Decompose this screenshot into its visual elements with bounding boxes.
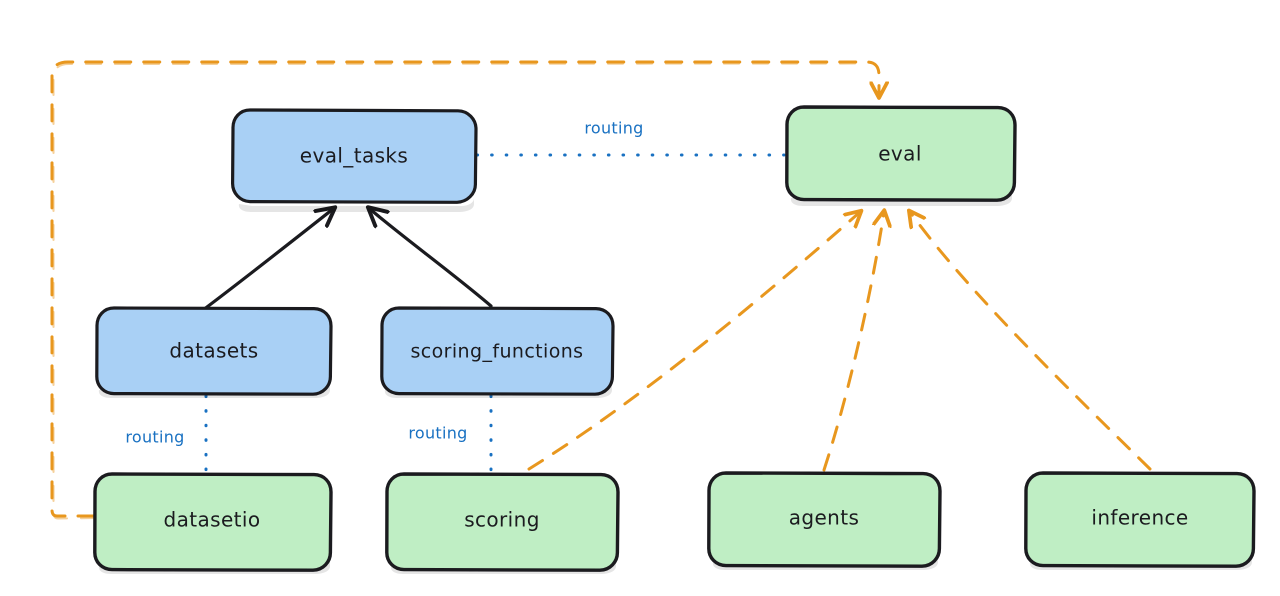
node-eval[interactable]: eval bbox=[785, 105, 1017, 206]
node-eval-tasks-label: eval_tasks bbox=[300, 144, 408, 168]
node-scoring-label: scoring bbox=[464, 508, 540, 532]
node-scoring-functions-label: scoring_functions bbox=[411, 341, 584, 363]
node-inference-shape bbox=[1024, 471, 1256, 568]
node-agents-shape bbox=[707, 471, 942, 568]
node-datasets[interactable]: datasets bbox=[95, 306, 333, 398]
node-datasetio[interactable]: datasetio bbox=[93, 472, 333, 574]
edge-scoring-eval[interactable] bbox=[527, 212, 860, 471]
edge-label-group: routing routing routing bbox=[125, 119, 643, 447]
node-agents-label: agents bbox=[789, 506, 860, 530]
node-datasetio-shape bbox=[93, 472, 333, 572]
node-datasets-label: datasets bbox=[169, 339, 258, 363]
node-eval-label: eval bbox=[878, 142, 922, 166]
node-scoring-functions-shape bbox=[380, 306, 615, 396]
edge-inference-eval[interactable] bbox=[910, 212, 1152, 471]
node-agents[interactable]: agents bbox=[707, 471, 942, 570]
node-datasets-shape bbox=[95, 306, 333, 396]
edge-label-routing-eval-tasks: routing bbox=[584, 119, 643, 138]
node-scoring-functions[interactable]: scoring_functions bbox=[380, 306, 615, 398]
node-scoring-shape bbox=[385, 472, 620, 572]
node-scoring[interactable]: scoring bbox=[385, 472, 620, 574]
edge-datasetio-eval[interactable] bbox=[50, 60, 879, 520]
edge-group-direct bbox=[201, 209, 493, 312]
node-eval-tasks[interactable]: eval_tasks bbox=[230, 108, 478, 212]
edge-agents-eval[interactable] bbox=[822, 212, 884, 472]
node-eval-tasks-shape bbox=[230, 108, 478, 204]
node-inference[interactable]: inference bbox=[1024, 471, 1256, 570]
edge-group-dependency bbox=[50, 60, 1152, 520]
node-eval-shape bbox=[785, 105, 1017, 202]
edge-label-routing-scoring-functions: routing bbox=[408, 424, 467, 443]
edge-scoring-functions-eval-tasks[interactable] bbox=[370, 209, 493, 308]
node-datasetio-label: datasetio bbox=[163, 508, 260, 532]
node-inference-label: inference bbox=[1091, 506, 1188, 530]
edge-datasets-eval-tasks[interactable] bbox=[201, 209, 333, 312]
edge-label-routing-datasets: routing bbox=[125, 428, 184, 447]
